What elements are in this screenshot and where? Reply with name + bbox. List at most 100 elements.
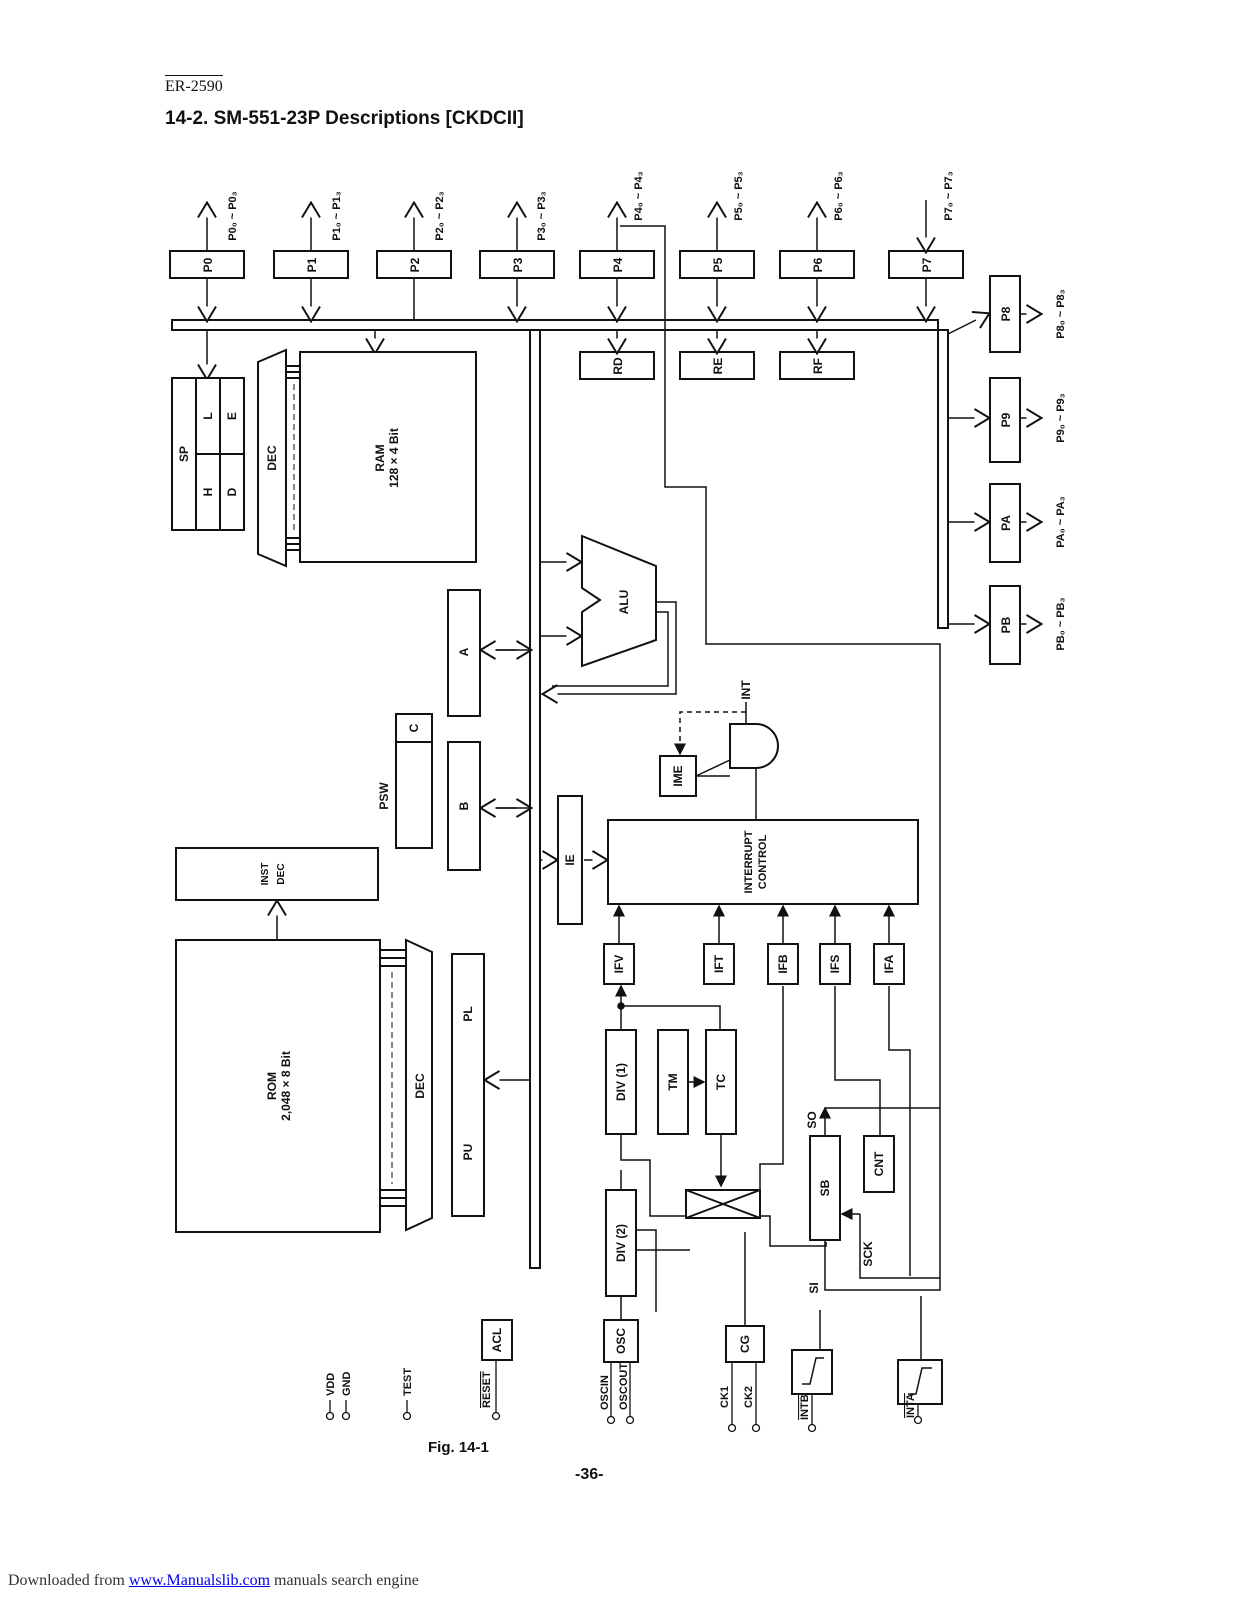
and-gate <box>729 723 779 769</box>
main-bus <box>171 319 949 629</box>
bottom-blocks <box>481 1319 943 1405</box>
right-ports <box>989 275 1021 665</box>
sp-register <box>171 377 245 531</box>
label-p1: P1 <box>305 257 319 272</box>
label-p2: P2 <box>408 257 422 272</box>
label-ifa: IFA <box>882 954 896 973</box>
pin-osc-in: OSCIN <box>599 1375 611 1410</box>
port-label-p1: P1₀ ~ P1₃ <box>331 191 343 241</box>
port-label-p8: P8₀ ~ P8₃ <box>1055 289 1067 339</box>
label-cnt: CNT <box>872 1151 886 1176</box>
port-label-pb: PB₀ ~ PB₃ <box>1055 597 1067 650</box>
label-cg: CG <box>738 1335 752 1353</box>
label-ie: IE <box>563 854 577 865</box>
label-ime: IME <box>671 765 685 786</box>
pin-osc-out: OSCOUT <box>618 1363 630 1410</box>
pin-ck1: CK1 <box>719 1386 731 1408</box>
label-p5: P5 <box>711 257 725 272</box>
label-a: A <box>457 647 471 656</box>
ram-decoder <box>257 348 300 568</box>
timer-blocks <box>605 1029 895 1297</box>
label-sb: SB <box>818 1179 832 1196</box>
pin-inta: INTA <box>905 1393 917 1418</box>
figure-caption: Fig. 14-1 <box>428 1439 489 1456</box>
label-ram-2: 128 × 4 Bit <box>387 428 401 488</box>
label-dec-rom: DEC <box>413 1073 427 1099</box>
label-rom-2: 2,048 × 8 Bit <box>279 1051 293 1121</box>
port-label-p5: P5₀ ~ P5₃ <box>733 171 745 221</box>
label-int-ctrl-2: CONTROL <box>757 835 769 890</box>
label-int-ctrl-1: INTERRUPT <box>743 830 755 893</box>
label-e: E <box>225 412 239 420</box>
pins <box>325 1360 923 1433</box>
port-label-p2: P2₀ ~ P2₃ <box>434 191 446 241</box>
port-label-p7: P7₀ ~ P7₃ <box>943 171 955 221</box>
vertical-bus <box>529 330 541 1269</box>
rom-decoder <box>380 938 433 1232</box>
label-pu: PU <box>461 1144 475 1161</box>
label-rom-1: ROM <box>265 1072 279 1100</box>
label-ram-1: RAM <box>373 444 387 471</box>
label-ifs: IFS <box>828 955 842 974</box>
pin-ck2: CK2 <box>743 1386 755 1408</box>
section-title: 14-2. SM-551-23P Descriptions [CKDCII] <box>165 108 524 129</box>
label-alu: ALU <box>617 590 631 615</box>
rom-block <box>175 939 381 1233</box>
footer-suffix: manuals search engine <box>274 1572 419 1589</box>
port-label-pa: PA₀ ~ PA₃ <box>1055 496 1067 548</box>
label-rf: RF <box>811 358 825 374</box>
label-dec-ram: DEC <box>265 445 279 471</box>
label-tc: TC <box>714 1074 728 1090</box>
label-int: INT <box>739 680 753 700</box>
label-p7: P7 <box>920 257 934 272</box>
download-footer: Downloaded from www.Manualslib.com manua… <box>8 1572 419 1590</box>
footer-prefix: Downloaded from <box>8 1572 125 1589</box>
pin-intb: INTB <box>799 1394 811 1420</box>
right-port-arrows <box>947 314 1040 624</box>
label-p0: P0 <box>201 257 215 272</box>
label-p6: P6 <box>811 257 825 272</box>
label-acl: ACL <box>490 1328 504 1353</box>
inst-decoder <box>175 847 379 901</box>
label-p9: P9 <box>999 412 1013 427</box>
manualslib-link[interactable]: www.Manualslib.com <box>128 1572 271 1589</box>
label-inst: INST <box>260 863 271 886</box>
port-label-p4: P4₀ ~ P4₃ <box>633 171 645 221</box>
interrupt-control-block <box>607 819 919 905</box>
pin-reset: RESET <box>481 1371 493 1408</box>
top-port-arrows <box>207 200 941 1280</box>
label-inst-dec: DEC <box>276 863 287 884</box>
label-psw: PSW <box>377 782 391 810</box>
port-label-p6: P6₀ ~ P6₃ <box>833 171 845 221</box>
label-c: C <box>407 723 421 732</box>
registers <box>395 589 481 871</box>
page-number: -36- <box>575 1466 604 1483</box>
ie-block <box>557 795 583 925</box>
flag-arrows <box>613 904 895 944</box>
label-p8: P8 <box>999 306 1013 321</box>
label-re: RE <box>711 358 725 375</box>
label-sck: SCK <box>861 1241 875 1267</box>
label-ift: IFT <box>712 954 726 973</box>
port-label-p0: P0₀ ~ P0₃ <box>227 191 239 241</box>
label-b: B <box>457 801 471 810</box>
multiplexer <box>685 1189 761 1219</box>
label-rd: RD <box>611 357 625 375</box>
label-div1: DIV (1) <box>614 1063 628 1101</box>
interrupt-flags <box>603 943 905 985</box>
label-div2: DIV (2) <box>614 1224 628 1262</box>
port-label-p9: P9₀ ~ P9₃ <box>1055 393 1067 443</box>
pin-gnd: GND <box>341 1372 353 1397</box>
ram-block <box>299 351 477 563</box>
label-ifv: IFV <box>612 955 626 974</box>
document-code: ER-2590 <box>165 75 223 96</box>
pin-vdd: VDD <box>325 1373 337 1396</box>
label-d: D <box>225 487 239 496</box>
label-ifb: IFB <box>776 954 790 974</box>
program-counter <box>451 953 485 1217</box>
pin-test: TEST <box>402 1368 414 1396</box>
label-p4: P4 <box>611 257 625 272</box>
timer-wires <box>615 984 941 1370</box>
alu-arrows <box>482 562 677 808</box>
